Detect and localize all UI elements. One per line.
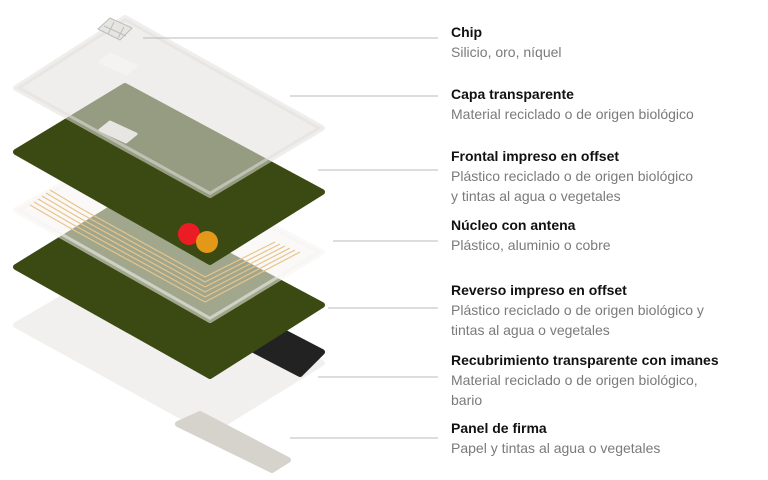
layer-subtitle: Plástico reciclado o de origen biológico…: [451, 168, 694, 204]
layer-subtitle: Papel y tintas al agua o vegetales: [451, 440, 661, 456]
layer-subtitle: Plástico, aluminio o cobre: [451, 237, 611, 253]
layer-subtitle: Plástico reciclado o de origen biológico…: [451, 302, 704, 338]
logo-red-circle: [178, 223, 200, 245]
layer-title: Núcleo con antena: [451, 217, 576, 233]
layer-title: Chip: [451, 24, 483, 40]
layer-subtitle: Silicio, oro, níquel: [451, 44, 562, 60]
label-transparent-layer: Capa transparente Material reciclado o d…: [451, 84, 766, 124]
layer-title: Reverso impreso en offset: [451, 282, 627, 298]
logo-orange-circle: [196, 231, 218, 253]
chip-window-lower: [98, 120, 138, 144]
label-antenna-core: Núcleo con antena Plástico, aluminio o c…: [451, 215, 766, 255]
layer-title: Capa transparente: [451, 86, 574, 102]
transparent-layer: [13, 15, 325, 198]
label-reverse-printed: Reverso impreso en offset Plástico recic…: [451, 280, 766, 340]
layer-subtitle: Material reciclado o de origen biológico…: [451, 372, 698, 408]
layer-subtitle: Material reciclado o de origen biológico: [451, 106, 694, 122]
layer-title: Panel de firma: [451, 420, 547, 436]
label-signature-panel: Panel de firma Papel y tintas al agua o …: [451, 418, 766, 458]
layer-title: Frontal impreso en offset: [451, 148, 620, 164]
connector-lines: [143, 37, 438, 439]
antenna-coils: [29, 189, 301, 303]
chip-window: [98, 52, 138, 76]
signature-panel-layer: [175, 411, 291, 473]
label-chip: Chip Silicio, oro, níquel: [451, 22, 766, 62]
chip-icon: [97, 17, 133, 41]
label-transparent-cover: Recubrimiento transparente con imanes Ma…: [451, 350, 766, 410]
layer-title: Recubrimiento transparente con imanes: [451, 352, 719, 368]
label-front-printed: Frontal impreso en offset Plástico recic…: [451, 146, 766, 206]
